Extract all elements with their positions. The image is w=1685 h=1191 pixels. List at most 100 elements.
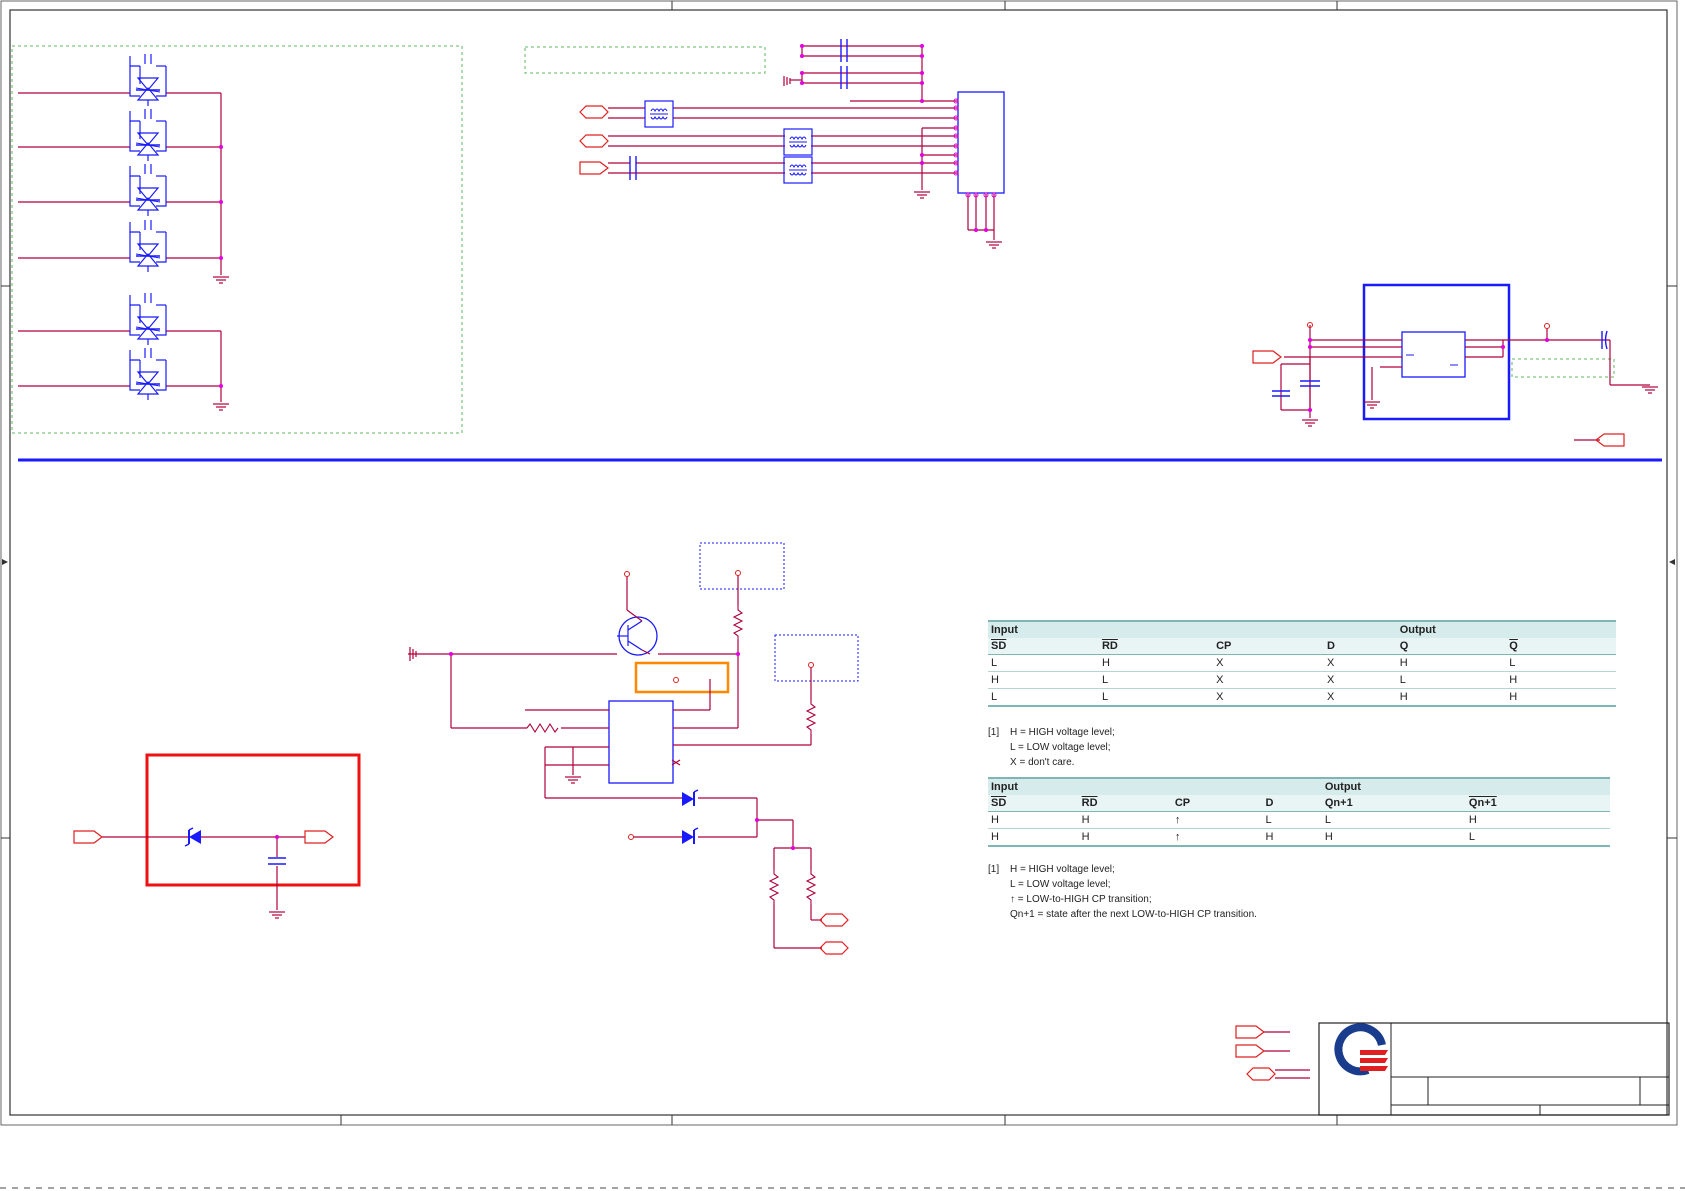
note-line: L = LOW voltage level; <box>1010 742 1111 753</box>
table-cell: L <box>1098 671 1214 689</box>
column-header: Q <box>1396 638 1507 655</box>
zener-filter-block <box>73 753 361 919</box>
port-bidirectional <box>819 941 849 955</box>
table-row: H L X X L H <box>988 671 1616 689</box>
table-cell: H <box>1098 654 1214 672</box>
port-input <box>1235 1044 1265 1058</box>
ground-icon <box>212 403 230 411</box>
table-cell: H <box>1506 671 1616 689</box>
truth-table-sync: Input Output SD RD CP D Qn+1 Qn+1 H H ↑ … <box>988 777 1610 847</box>
table-cell: L <box>1098 688 1214 707</box>
tvs-diode-4 <box>129 219 167 273</box>
port-input <box>579 161 609 175</box>
note-line: H = HIGH voltage level; <box>1010 727 1115 738</box>
transformer-icon <box>783 128 813 156</box>
group-header-output: Output <box>1321 777 1610 795</box>
port-output <box>304 830 334 844</box>
connector-block <box>524 39 1005 249</box>
port-input <box>1235 1025 1265 1039</box>
flipflop-block <box>1252 283 1659 447</box>
port-bidirectional <box>579 134 609 148</box>
table-row: L H X X H L <box>988 654 1616 672</box>
table-cell: H <box>1262 828 1322 847</box>
table-cell: ↑ <box>1171 811 1263 829</box>
port-bidirectional <box>579 105 609 119</box>
tvs-diode-3 <box>129 163 167 217</box>
column-header: SD <box>988 795 1079 812</box>
connector-ic <box>957 91 1005 194</box>
resistor-icon <box>733 605 743 641</box>
table-row: H H ↑ L L H <box>988 811 1610 829</box>
table-cell: X <box>1324 654 1397 672</box>
tvs-diode-6 <box>129 347 167 401</box>
column-header: Qn+1 <box>1321 795 1466 812</box>
column-header: D <box>1262 795 1322 812</box>
port-input <box>1252 350 1282 364</box>
highlight-box-orange <box>634 661 730 694</box>
note-line: L = LOW voltage level; <box>1010 879 1111 890</box>
table-cell: ↑ <box>1171 828 1263 847</box>
flipflop-ic <box>608 700 674 784</box>
tvs-protection-block <box>11 45 463 434</box>
resistor-icon <box>806 699 816 735</box>
table-cell: H <box>988 811 1079 829</box>
ground-icon <box>913 191 931 199</box>
column-header: D <box>1324 638 1397 655</box>
footnote-ref: [1] <box>988 864 1000 875</box>
table-row: L L X X H H <box>988 688 1616 707</box>
note-line: H = HIGH voltage level; <box>1010 864 1115 875</box>
port-output <box>1595 433 1625 447</box>
table-cell: L <box>1262 811 1322 829</box>
port-input <box>73 830 103 844</box>
tvs-diode-2 <box>129 108 167 162</box>
highlight-box-red <box>145 753 361 887</box>
column-header: Q <box>1506 638 1616 655</box>
note-line: X = don't care. <box>1010 757 1075 768</box>
truth-table-async: Input Output SD RD CP D Q Q L H X X H L … <box>988 620 1616 707</box>
column-header: CP <box>1213 638 1324 655</box>
column-header: RD <box>1098 638 1214 655</box>
table-cell: L <box>988 654 1099 672</box>
table-cell: X <box>1213 654 1324 672</box>
note-line: ↑ = LOW-to-HIGH CP transition; <box>1010 894 1152 905</box>
resistor-icon <box>526 722 559 734</box>
ground-icon <box>985 241 1003 249</box>
resistor-icon <box>769 869 779 905</box>
table-cell: H <box>988 671 1099 689</box>
table-cell: H <box>1396 688 1507 707</box>
resistor-icon <box>806 869 816 905</box>
q-logo-icon <box>1334 1023 1388 1076</box>
table-cell: L <box>1506 654 1616 672</box>
column-header: SD <box>988 638 1099 655</box>
table-cell: H <box>1465 811 1610 829</box>
table-cell: H <box>988 828 1079 847</box>
table-cell: X <box>1213 671 1324 689</box>
table-cell: L <box>1321 811 1466 829</box>
ground-icon <box>268 911 286 919</box>
transformer-icon <box>783 156 813 184</box>
transformer-icon <box>644 100 674 128</box>
group-header-input: Input <box>988 777 1322 795</box>
column-header: Qn+1 <box>1465 795 1610 812</box>
title-block <box>1235 1022 1670 1116</box>
diode-icon <box>682 789 699 806</box>
diode-icon <box>682 827 699 844</box>
table-cell: X <box>1213 688 1324 707</box>
ground-icon <box>212 276 230 284</box>
note-line: Qn+1 = state after the next LOW-to-HIGH … <box>1010 909 1257 920</box>
reset-circuit-block <box>408 542 859 955</box>
tvs-diode-1 <box>129 53 167 107</box>
column-header: CP <box>1171 795 1263 812</box>
table-notes-sync: [1] H = HIGH voltage level; L = LOW volta… <box>988 862 1257 922</box>
port-bidirectional <box>1246 1067 1276 1081</box>
capacitor-icon <box>268 857 286 865</box>
table-cell: H <box>1506 688 1616 707</box>
table-cell: X <box>1324 671 1397 689</box>
footnote-ref: [1] <box>988 727 1000 738</box>
table-row: H H ↑ H H L <box>988 828 1610 847</box>
table-cell: L <box>1465 828 1610 847</box>
port-bidirectional <box>819 913 849 927</box>
ground-icon <box>564 776 582 784</box>
